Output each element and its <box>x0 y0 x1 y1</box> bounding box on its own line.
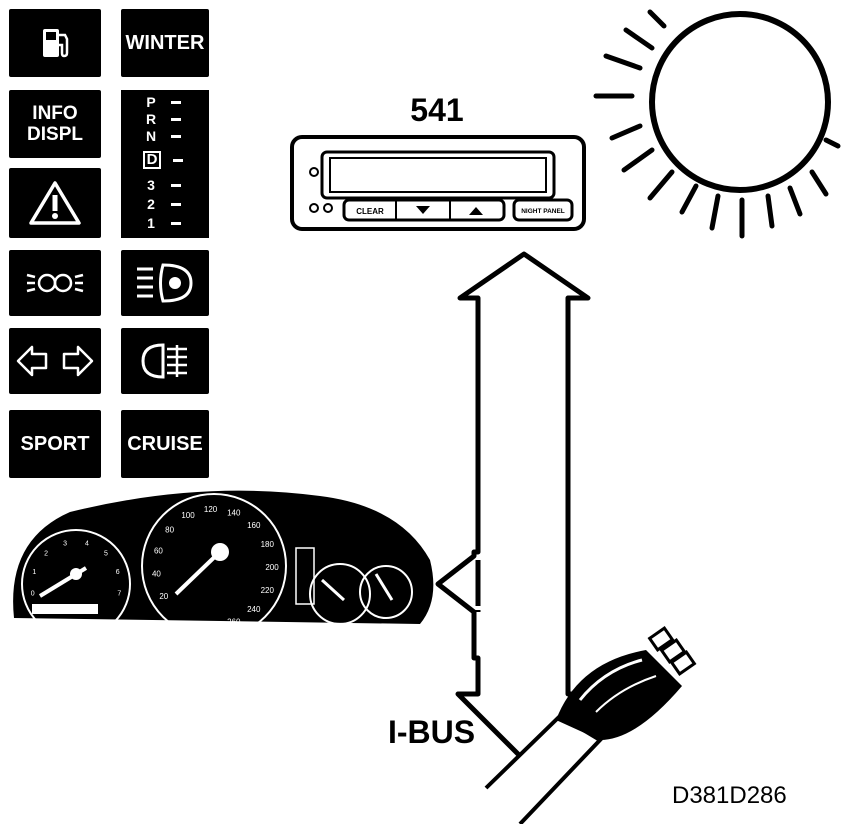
night-panel-label: NIGHT PANEL <box>521 208 565 215</box>
turn-signals-tile <box>9 328 101 394</box>
parking-lights-tile <box>9 250 101 316</box>
speedo-tick-240: 240 <box>247 605 261 614</box>
temperature-gauge <box>309 563 371 625</box>
bus-arrow <box>435 251 595 763</box>
tach-tick-0: 0 <box>31 591 35 598</box>
tach-tick-5: 5 <box>104 551 108 558</box>
fuel-pump-icon <box>43 29 69 58</box>
gear-p: P <box>146 94 156 110</box>
winter-label: WINTER <box>125 32 205 54</box>
high-beam-tile <box>121 250 209 316</box>
warning-tile <box>9 168 101 238</box>
fuel-tile <box>9 9 101 77</box>
gear-d-selected: D <box>143 151 161 169</box>
cruise-label: CRUISE <box>127 433 203 455</box>
high-beam-icon <box>137 263 193 303</box>
speedo-tick-60: 60 <box>154 546 163 555</box>
gear-2: 2 <box>147 196 155 212</box>
tachometer <box>21 529 131 639</box>
winter-tile: WINTER <box>121 9 209 77</box>
speedo-tick-160: 160 <box>247 521 261 530</box>
warning-triangle-icon <box>29 181 81 225</box>
fuel-gauge <box>359 565 413 619</box>
speedo-tick-180: 180 <box>261 540 275 549</box>
parking-lights-icon <box>26 273 84 293</box>
speedo-tick-80: 80 <box>165 526 174 535</box>
speedo-tick-100: 100 <box>181 511 195 520</box>
display-unit-541: CLEAR NIGHT PANEL <box>290 135 586 231</box>
clear-button-label: CLEAR <box>356 207 384 216</box>
fog-light-tile <box>121 328 209 394</box>
display-number: 541 <box>410 92 463 128</box>
turn-signals-icon <box>16 345 94 377</box>
gear-3: 3 <box>147 177 155 193</box>
speedo-tick-120: 120 <box>204 505 218 514</box>
displ-label: DISPL <box>27 124 83 145</box>
gear-n: N <box>145 128 157 144</box>
tach-tick-1: 1 <box>32 569 36 576</box>
speedo-tick-140: 140 <box>227 509 241 518</box>
speedo-tick-260: 260 <box>227 618 241 627</box>
gear-r: R <box>145 111 157 127</box>
speedo-tick-20: 20 <box>159 592 168 601</box>
down-arrow-icon <box>416 206 430 214</box>
tach-tick-7: 7 <box>117 591 121 598</box>
gear-selector: P R N D 3 2 1 <box>121 90 209 238</box>
info-display-tile: INFO DISPL <box>9 90 101 158</box>
tach-tick-6: 6 <box>116 569 120 576</box>
info-label: INFO <box>32 103 78 124</box>
cruise-tile: CRUISE <box>121 410 209 478</box>
tach-tick-labels: 0 1 2 3 4 5 6 7 <box>31 540 122 597</box>
sport-label: SPORT <box>20 433 90 455</box>
tach-tick-3: 3 <box>63 540 67 547</box>
fog-light-icon <box>141 343 187 379</box>
sport-tile: SPORT <box>9 410 101 478</box>
up-arrow-icon <box>469 207 483 215</box>
sun-icon <box>593 9 841 239</box>
tach-tick-2: 2 <box>44 551 48 558</box>
speedo-tick-40: 40 <box>152 570 161 579</box>
figure-code: D381D286 <box>672 782 787 809</box>
speedo-tick-220: 220 <box>261 586 275 595</box>
gear-1: 1 <box>147 215 155 231</box>
ibus-cable <box>484 626 697 824</box>
speedo-tick-labels: 20 40 60 80 100 120 140 160 180 200 220 240 260 <box>152 505 279 626</box>
instrument-cluster <box>13 490 434 639</box>
speedo-tick-200: 200 <box>265 563 279 572</box>
speedometer <box>141 493 287 639</box>
ibus-label: I-BUS <box>388 714 475 750</box>
tach-tick-4: 4 <box>85 540 89 547</box>
